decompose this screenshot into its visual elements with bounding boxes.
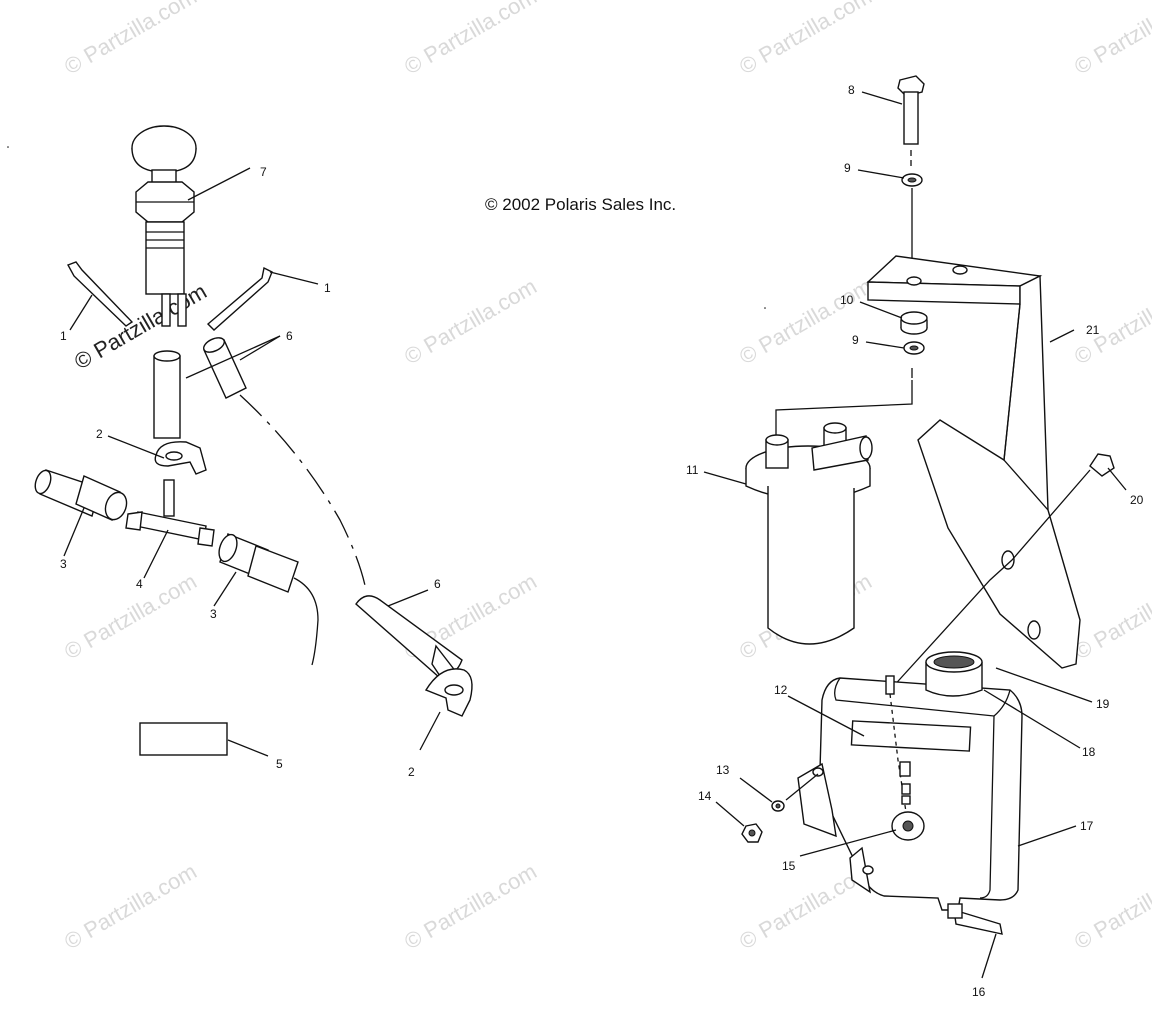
callout-6: 6 (286, 329, 293, 343)
callout-9: 9 (852, 333, 859, 347)
callout-17: 17 (1080, 819, 1094, 833)
callout-16: 16 (972, 985, 986, 999)
watermark: © Partzilla.com (400, 274, 541, 370)
callout-4: 4 (136, 577, 143, 591)
callout-3: 3 (60, 557, 67, 571)
callouts: 1 1 2 2 3 3 4 5 6 6 7 8 9 9 10 11 12 13 … (60, 83, 1144, 999)
watermark: © Partzilla.com (60, 0, 201, 79)
watermark: © Partzilla.com (60, 859, 201, 955)
primer-assembly (34, 125, 473, 756)
callout-10: 10 (840, 293, 854, 307)
callout-2: 2 (96, 427, 103, 441)
callout-14: 14 (698, 789, 712, 803)
leader-lines (63, 91, 1127, 979)
watermark: © Partzilla.com (400, 0, 541, 79)
callout-1: 1 (60, 329, 67, 343)
callout-11: 11 (686, 463, 699, 477)
callout-19: 19 (1096, 697, 1110, 711)
speck (7, 146, 9, 148)
callout-9: 9 (844, 161, 851, 175)
callout-20: 20 (1130, 493, 1144, 507)
watermark: © Partzilla.com (1070, 859, 1152, 955)
copyright-text: © 2002 Polaris Sales Inc. (485, 195, 676, 214)
callout-6: 6 (434, 577, 441, 591)
watermark: © Partzilla.com (735, 0, 876, 79)
watermark: © Partzilla.com (400, 859, 541, 955)
callout-13: 13 (716, 763, 730, 777)
watermark: © Partzilla.com (1070, 274, 1152, 370)
callout-15: 15 (782, 859, 796, 873)
callout-3: 3 (210, 607, 217, 621)
callout-21: 21 (1086, 323, 1100, 337)
callout-12: 12 (774, 683, 788, 697)
watermark: © Partzilla.com (1070, 569, 1152, 665)
callout-7: 7 (260, 165, 267, 179)
callout-8: 8 (848, 83, 855, 97)
speck (764, 307, 766, 309)
callout-2: 2 (408, 765, 415, 779)
callout-18: 18 (1082, 745, 1096, 759)
callout-5: 5 (276, 757, 283, 771)
callout-1: 1 (324, 281, 331, 295)
watermark: © Partzilla.com (1070, 0, 1152, 79)
watermark: © Partzilla.com (60, 569, 201, 665)
fuel-pump-tank-assembly (741, 75, 1115, 935)
watermark: © Partzilla.com (735, 274, 876, 370)
